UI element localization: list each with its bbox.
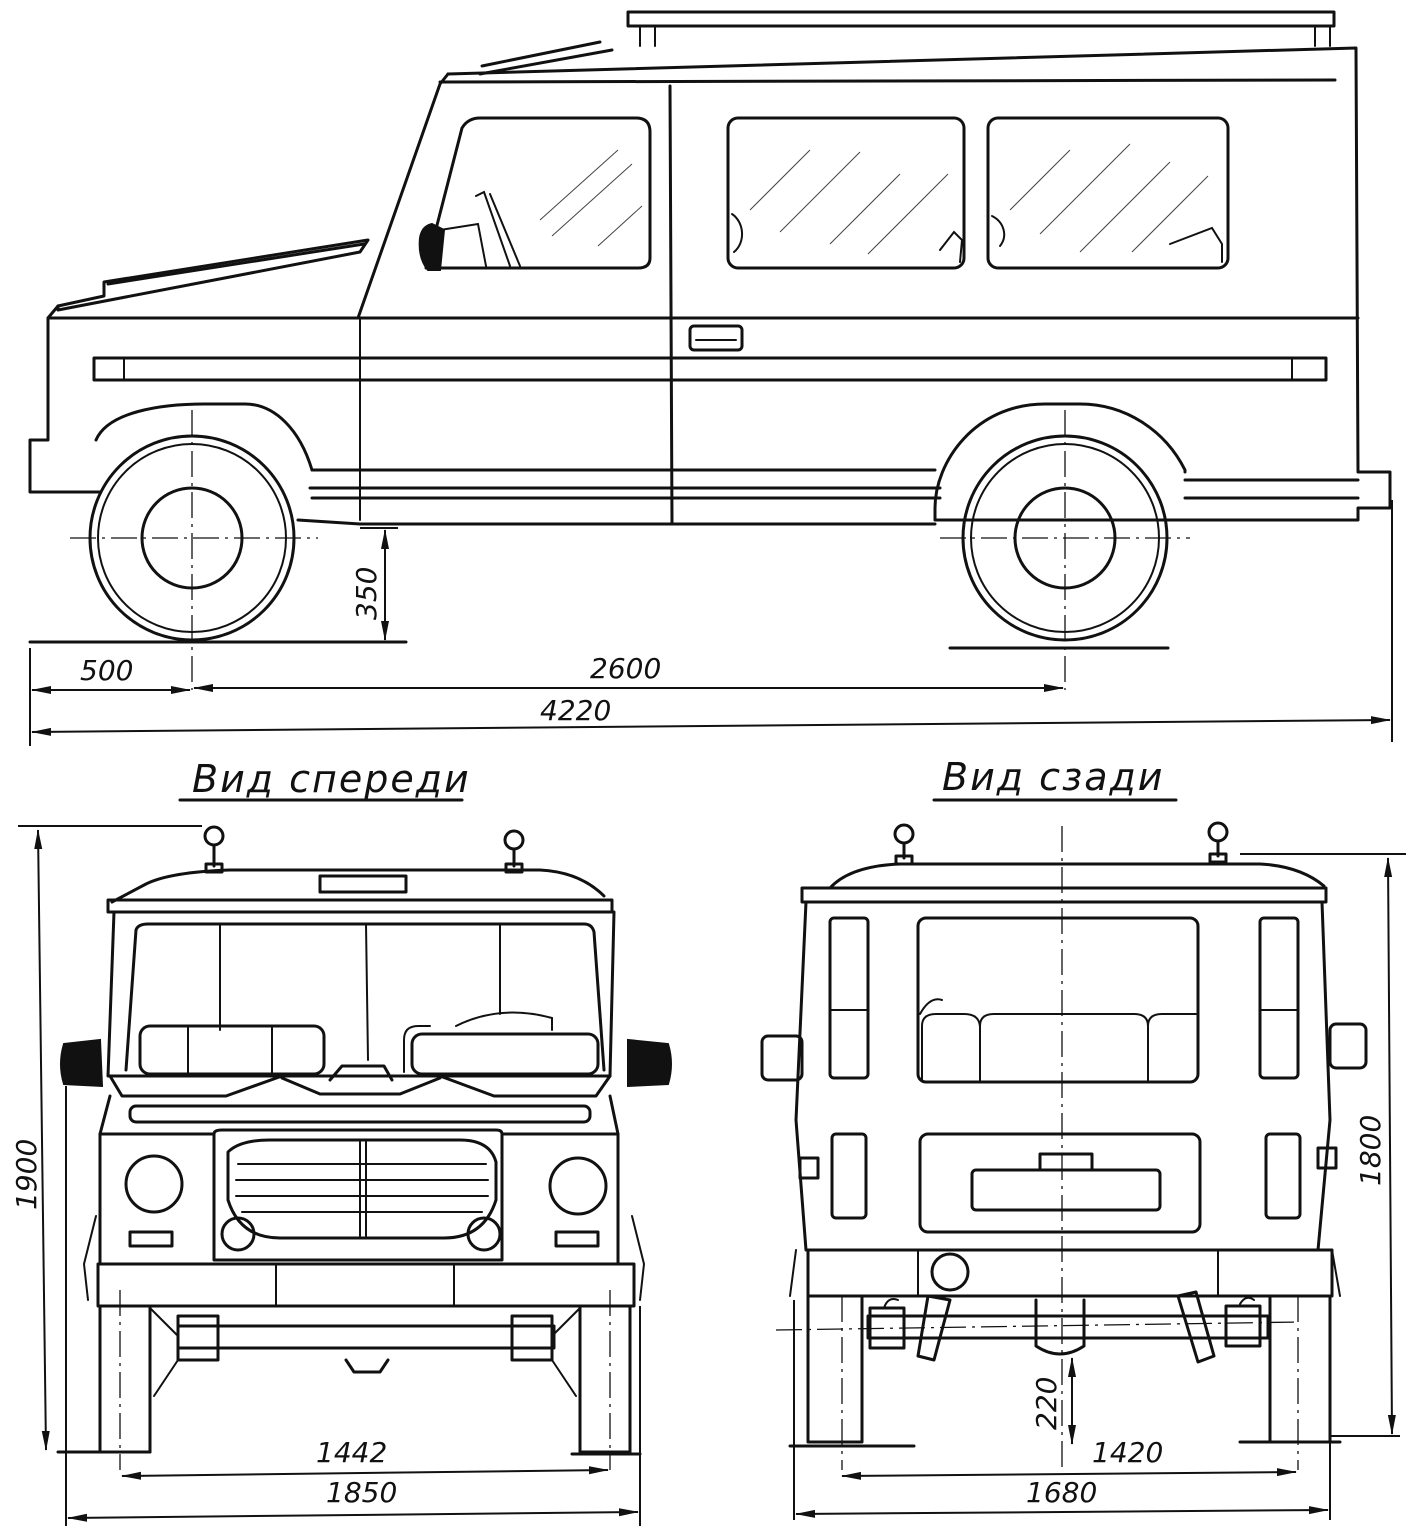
front-chassis xyxy=(56,1290,642,1470)
front-roof xyxy=(106,825,614,914)
dim-front-track: 1442 xyxy=(316,1436,387,1469)
side-dimension-lines xyxy=(29,500,1393,746)
side-wheel-front xyxy=(70,410,318,690)
rear-view-title: Вид сзади xyxy=(942,755,1164,799)
dim-rear-width: 1680 xyxy=(1026,1476,1097,1509)
dim-rear-track: 1420 xyxy=(1092,1436,1163,1469)
rear-view: 1800 220 1420 1680 xyxy=(760,821,1406,1520)
rear-roof xyxy=(800,821,1328,904)
side-wheel-rear xyxy=(940,410,1190,690)
dim-front-width: 1850 xyxy=(326,1476,397,1509)
dim-ground-clearance: 350 xyxy=(350,567,383,620)
dim-rear-axle-clearance: 220 xyxy=(1030,1377,1063,1430)
front-glass xyxy=(124,922,606,1076)
dim-overall-length: 4220 xyxy=(540,694,611,727)
side-body xyxy=(28,46,1392,526)
side-ground xyxy=(28,640,1170,650)
front-body xyxy=(60,910,672,1308)
rear-dimension-lines xyxy=(793,853,1406,1520)
front-dimension-lines xyxy=(18,825,641,1526)
rear-body xyxy=(760,900,1368,1298)
dim-wheelbase: 2600 xyxy=(590,652,661,685)
side-roof-rack xyxy=(478,10,1336,76)
front-view-title: Вид спереди xyxy=(192,757,471,801)
side-windows xyxy=(418,116,1230,271)
front-view: 1900 1442 1850 xyxy=(10,825,672,1526)
dim-rear-height: 1800 xyxy=(1354,1115,1387,1186)
dim-front-height: 1900 xyxy=(10,1139,43,1210)
dim-front-overhang: 500 xyxy=(80,654,133,687)
side-glass-hatching xyxy=(539,143,1209,255)
rear-chassis xyxy=(775,826,1342,1470)
side-view: 500 2600 4220 350 xyxy=(28,10,1393,746)
